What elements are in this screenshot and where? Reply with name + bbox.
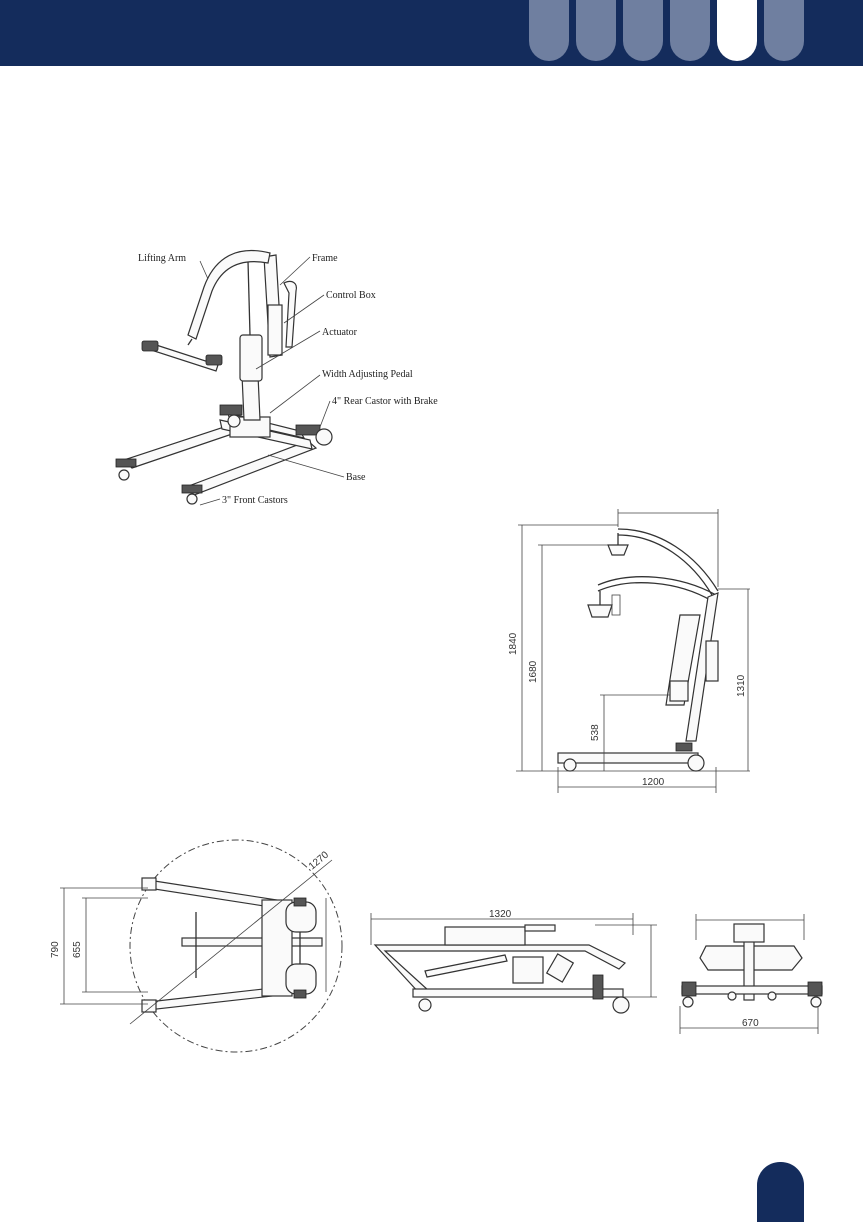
dimension-mast-height: 1310 [718,589,750,771]
section-tab-4[interactable] [670,0,710,61]
callout-rear-castor: 4" Rear Castor with Brake [332,396,438,407]
section-tab-5-active[interactable] [717,0,757,61]
svg-text:790: 790 [50,941,61,958]
folded-arm [375,945,625,995]
dimension-inner-width: 655 [72,898,148,992]
svg-text:670: 670 [742,1018,759,1029]
control-box [268,305,282,355]
dimension-top-width [618,509,718,587]
svg-text:1200: 1200 [642,777,665,788]
svg-text:1320: 1320 [489,909,512,920]
callout-front-castors: 3" Front Castors [222,495,288,506]
svg-text:1840: 1840 [508,632,519,655]
front-view-drawing: 670 [672,910,832,1045]
callout-base: Base [346,472,366,483]
callout-actuator: Actuator [322,327,358,338]
folded-view-drawing: 1320 [365,905,675,1045]
spreader-bar [142,339,222,371]
svg-text:538: 538 [590,724,601,741]
top-view-drawing: 790 655 1270 [50,840,355,1075]
section-tab-1[interactable] [529,0,569,61]
callout-frame: Frame [312,253,338,264]
dimension-folded-width: 670 [680,1006,818,1034]
folded-control-box [513,957,543,983]
page-number-badge [757,1162,804,1222]
front-castor-left [116,459,136,480]
handle [284,281,296,347]
section-tab-3[interactable] [623,0,663,61]
dimension-total-height: 1840 [508,525,618,771]
actuator-body [240,335,262,381]
spreader-top [182,938,322,946]
hanger-upper [608,533,628,555]
folded-spreader [445,927,525,945]
front-castor-right [182,485,202,504]
section-tab-2[interactable] [576,0,616,61]
folded-base [413,989,623,997]
parts-diagram: Lifting Arm Frame Control Box Actuator W… [100,235,480,525]
svg-text:1310: 1310 [736,674,747,697]
callout-lifting-arm: Lifting Arm [138,253,186,264]
callout-control-box: Control Box [326,290,376,301]
hanger-lower [588,591,620,617]
section-tab-6[interactable] [764,0,804,61]
callout-width-adjusting-pedal: Width Adjusting Pedal [322,369,413,380]
lifting-arm [188,251,270,339]
control-box-side [706,641,718,681]
svg-text:1680: 1680 [528,660,539,683]
base-frame [124,413,316,495]
front-base [682,986,822,994]
mast [242,375,260,420]
side-view-drawing: 1840 1680 538 1310 1200 [500,505,750,795]
dimension-outer-width: 790 [50,888,148,1004]
folded-actuator [425,955,507,977]
svg-text:1270: 1270 [307,849,331,872]
svg-text:655: 655 [72,941,83,958]
base-side [558,753,698,763]
